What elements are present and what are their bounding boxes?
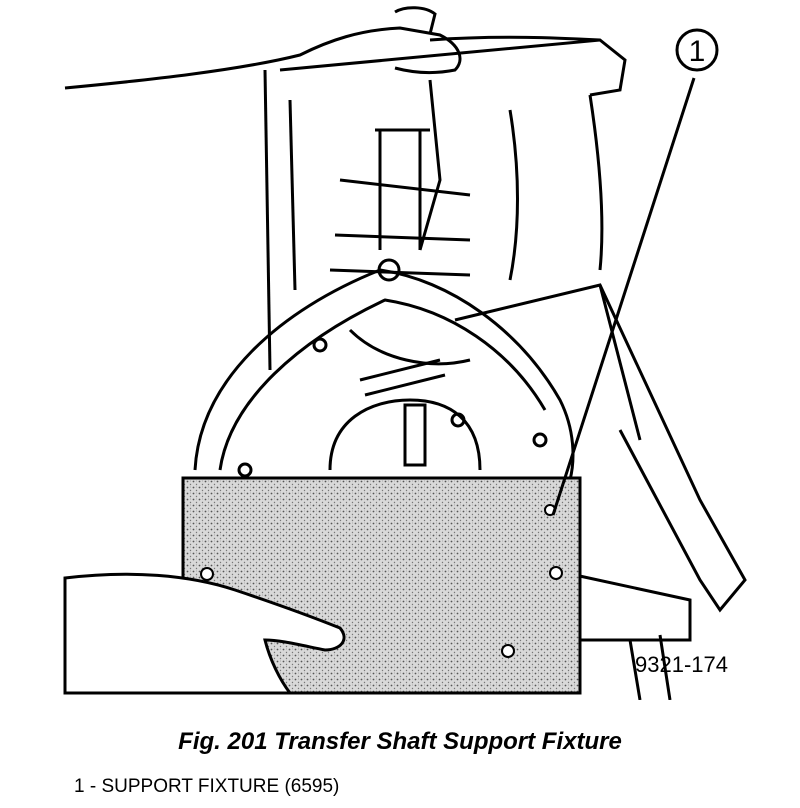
gear-case	[193, 258, 575, 481]
legend-item: 1 - SUPPORT FIXTURE (6595)	[74, 776, 340, 797]
callout-number: 1	[689, 35, 706, 68]
reference-code: 9321-174	[635, 652, 728, 677]
transfer-case-housing	[263, 69, 604, 371]
callout-circle	[675, 28, 719, 72]
figure-caption: Fig. 201 Transfer Shaft Support Fixture	[178, 728, 622, 755]
upper-hand	[64, 6, 462, 90]
lower-hand	[63, 572, 346, 695]
bracket	[454, 283, 747, 700]
cover-flange	[279, 35, 627, 97]
callout-leader-line	[551, 77, 696, 516]
transfer-case-illustration: 1 9321-174	[63, 6, 747, 700]
